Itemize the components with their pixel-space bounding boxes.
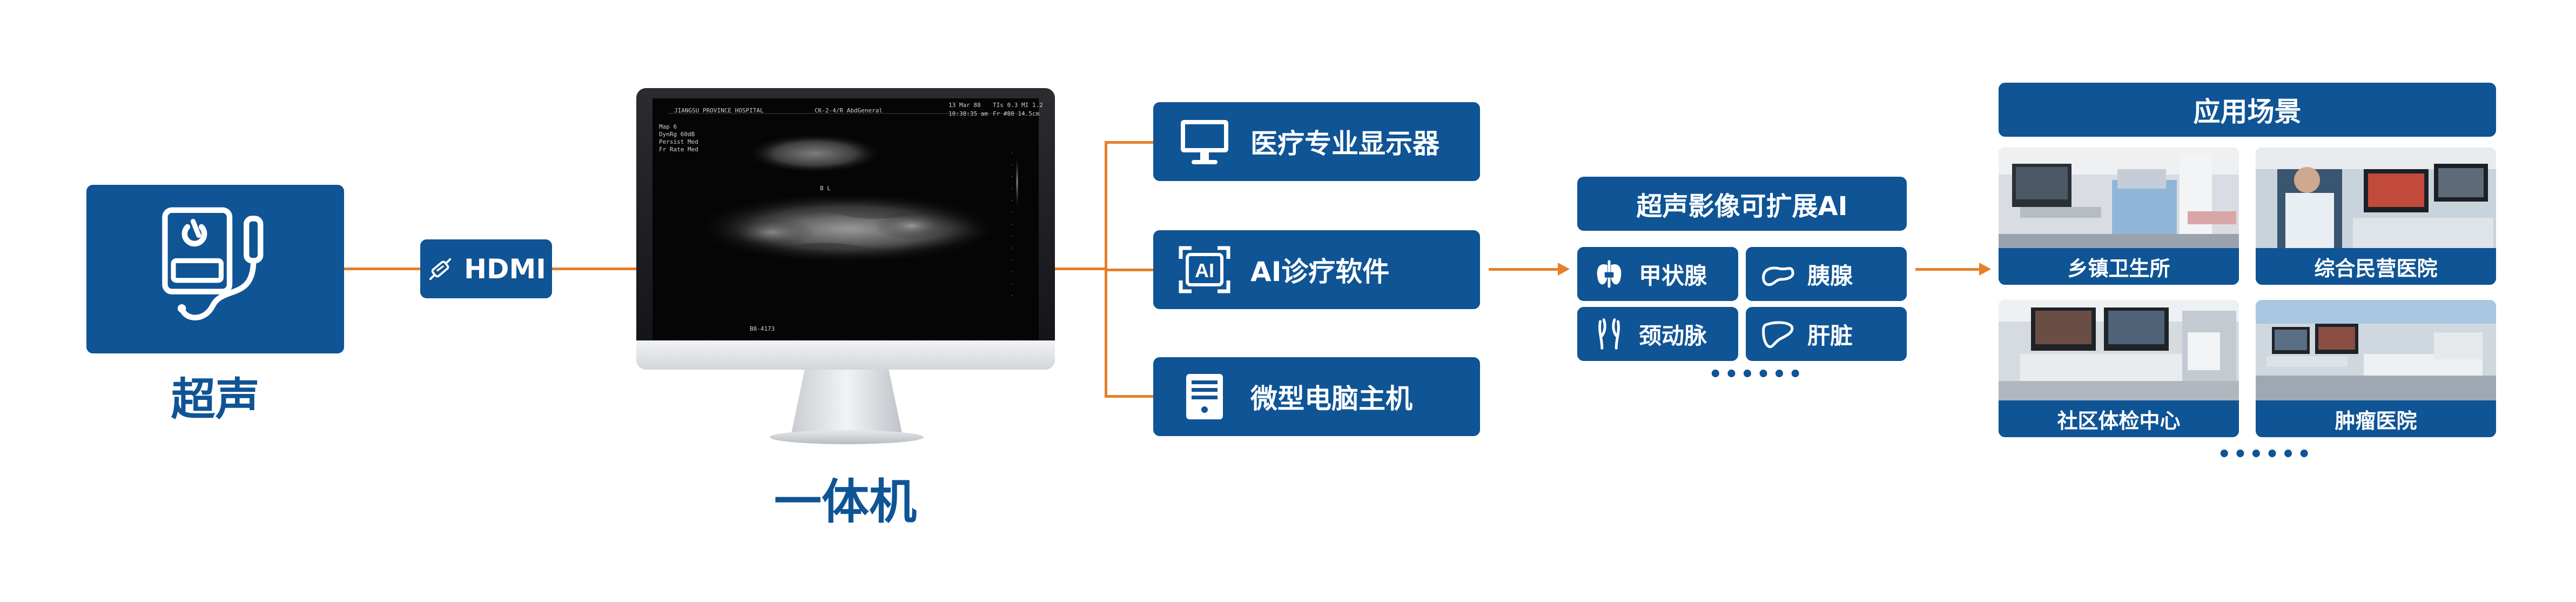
connector-hdmi-monitor bbox=[552, 267, 636, 270]
hdmi-label: HDMI bbox=[464, 253, 546, 285]
pancreas-icon bbox=[1762, 266, 1794, 286]
feature-label: 医疗专业显示器 bbox=[1250, 128, 1440, 159]
organ-carotid: 颈动脉 bbox=[1577, 307, 1738, 361]
organ-label: 肝脏 bbox=[1807, 322, 1853, 349]
organ-liver: 肝脏 bbox=[1746, 307, 1907, 361]
screen-footer: B8-4173 bbox=[750, 325, 775, 332]
ultrasound-device-box bbox=[86, 185, 344, 353]
connector-branch-middle bbox=[1105, 269, 1153, 271]
medical-monitor-icon bbox=[1181, 120, 1228, 164]
mini-pc-icon bbox=[1186, 374, 1223, 419]
connector-branch-top bbox=[1105, 141, 1153, 144]
monitor-base bbox=[770, 430, 924, 444]
scenarios-title: 应用场景 bbox=[1999, 83, 2496, 137]
organ-thyroid: 甲状腺 bbox=[1577, 247, 1738, 301]
scenario-township-clinic: 乡镇卫生所 bbox=[1999, 148, 2239, 285]
community-center-photo bbox=[1999, 300, 2239, 400]
screen-ti: TIs 0.3 MI 1.2 bbox=[993, 102, 1043, 109]
connector-ultrasound-hdmi bbox=[344, 267, 420, 270]
screen-marker: B L bbox=[820, 185, 831, 192]
feature-ai-software: AI AI诊疗软件 bbox=[1153, 230, 1480, 309]
hdmi-cable-icon bbox=[429, 258, 452, 280]
cancer-hospital-photo bbox=[2256, 300, 2496, 400]
scenario-label: 综合民营医院 bbox=[2256, 248, 2496, 285]
ultrasound-label: 超声 bbox=[171, 374, 260, 425]
organ-label: 甲状腺 bbox=[1639, 262, 1707, 289]
monitor-stand bbox=[791, 370, 902, 433]
svg-text:AI: AI bbox=[1195, 259, 1214, 282]
feature-label: 微型电脑主机 bbox=[1250, 383, 1413, 414]
scenario-private-hospital: 综合民营医院 bbox=[2256, 148, 2496, 285]
organ-pancreas: 胰腺 bbox=[1746, 247, 1907, 301]
arrow-to-scenarios-head bbox=[1979, 263, 1991, 276]
ultrasound-image bbox=[669, 113, 1025, 304]
all-in-one-label: 一体机 bbox=[774, 474, 917, 530]
arrow-to-scenarios-line bbox=[1915, 268, 1980, 271]
liver-icon bbox=[1762, 321, 1794, 349]
screen-param: Map 6 bbox=[659, 123, 677, 130]
hdmi-box: HDMI bbox=[420, 239, 552, 298]
scenarios-more-dots: •••••• bbox=[2217, 442, 2313, 467]
screen-date: 13 Mar 88 bbox=[949, 102, 981, 109]
feature-mini-pc: 微型电脑主机 bbox=[1153, 357, 1480, 436]
private-hospital-photo bbox=[2256, 148, 2496, 248]
screen-param: DynRg 60dB bbox=[659, 131, 695, 138]
screen-param: Persist Med bbox=[659, 138, 698, 145]
organ-label: 颈动脉 bbox=[1639, 322, 1707, 349]
connector-monitor-branch bbox=[1055, 267, 1107, 270]
arrow-to-ai-line bbox=[1489, 268, 1559, 271]
feature-label: AI诊疗软件 bbox=[1250, 256, 1390, 287]
scenario-label: 肿瘤医院 bbox=[2256, 400, 2496, 437]
scenario-label: 乡镇卫生所 bbox=[1999, 248, 2239, 285]
township-clinic-photo bbox=[1999, 148, 2239, 248]
monitor-chin bbox=[636, 340, 1055, 370]
ai-software-icon: AI bbox=[1179, 246, 1230, 293]
monitor-screen: JIANGSU PROVINCE HOSPITAL CK-2-4/R AbdGe… bbox=[653, 98, 1043, 340]
ai-extension-title: 超声影像可扩展AI bbox=[1577, 177, 1907, 231]
organ-label: 胰腺 bbox=[1807, 262, 1853, 289]
ai-more-dots: •••••• bbox=[1709, 362, 1805, 387]
screen-hospital-name: JIANGSU PROVINCE HOSPITAL bbox=[674, 107, 764, 114]
scenario-label: 社区体检中心 bbox=[1999, 400, 2239, 437]
screen-fr: Fr #88 14.5cm bbox=[993, 110, 1040, 117]
connector-branch-bottom bbox=[1105, 395, 1153, 398]
feature-medical-monitor: 医疗专业显示器 bbox=[1153, 102, 1480, 181]
scenario-community-center: 社区体检中心 bbox=[1999, 300, 2239, 437]
screen-param: Fr Rate Med bbox=[659, 146, 698, 153]
scenario-cancer-hospital: 肿瘤医院 bbox=[2256, 300, 2496, 437]
carotid-icon bbox=[1598, 318, 1620, 350]
screen-time: 10:38:35 am bbox=[949, 110, 988, 117]
thyroid-icon bbox=[1597, 260, 1622, 288]
screen-probe: CK-2-4/R AbdGeneral bbox=[815, 107, 883, 114]
ultrasound-device-icon bbox=[162, 207, 263, 320]
arrow-to-ai-head bbox=[1558, 263, 1570, 276]
